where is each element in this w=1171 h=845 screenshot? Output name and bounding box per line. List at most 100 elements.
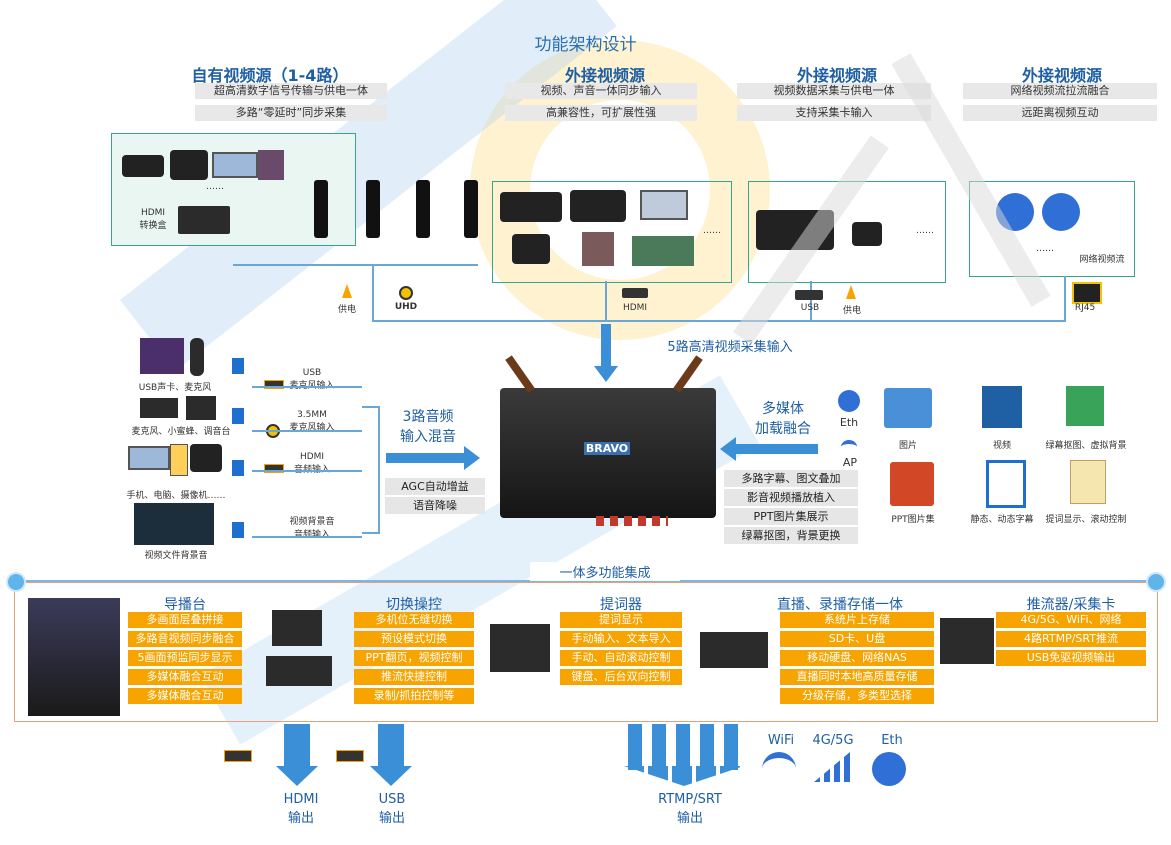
network-dots: ……: [1036, 244, 1054, 254]
wifi-icon: [762, 752, 796, 786]
monitor-icon: [632, 236, 694, 266]
feature-item: 多画面层叠拼接: [128, 612, 242, 628]
source-tag: 远距离视频互动: [963, 105, 1157, 121]
audio-conn-label: 3.5MM 麦克风输入: [289, 410, 335, 433]
recorder-image: [700, 632, 768, 668]
dslr-camera-icon: [170, 150, 208, 180]
source-tag: 多路“零延时”同步采集: [195, 105, 387, 121]
audio-bracket-cap: [362, 406, 380, 408]
media-tag: PPT图片集展示: [724, 508, 858, 525]
video-icon: [982, 386, 1022, 428]
own-connector-drop: [372, 264, 374, 320]
feature-item: 录制/抓拍控制等: [354, 688, 474, 704]
feature-title: 切换操控: [386, 597, 442, 613]
hdmi-port-icon: [622, 288, 648, 298]
source-heading-ext3: 外接视频源: [1021, 66, 1102, 85]
audio-source-label: 手机、电脑、摄像机……: [126, 491, 226, 501]
feature-item: 移动硬盘、网络NAS: [780, 650, 934, 666]
hdmi-bus-label: HDMI: [622, 303, 648, 313]
usb-port-icon: [264, 380, 284, 389]
feature-item: USB免驱视频输出: [996, 650, 1146, 666]
media-icon-label: 图片: [898, 441, 917, 451]
own-dots: ……: [206, 182, 224, 192]
ext1-dots: ……: [703, 226, 721, 236]
audio-source-label: 麦克风、小蜜蜂、调音台: [131, 427, 231, 437]
usb-output-arrow-head: [370, 766, 412, 786]
speaker-icon: [232, 522, 244, 538]
audio-source-label: USB声卡、麦克风: [138, 383, 212, 393]
camcorder-icon: [570, 190, 626, 222]
rj45-label: RJ45: [1074, 303, 1096, 313]
lens-camera-icon: [416, 180, 430, 238]
integration-frame: [14, 582, 1158, 722]
laptop-icon: [128, 446, 170, 470]
feature-item: 分级存储，多类型选择: [780, 688, 934, 704]
lens-camera-icon: [464, 180, 478, 238]
hdmi-output-arrow: [284, 724, 310, 770]
audio-mix-tag: 语音降噪: [385, 497, 485, 514]
media-arrow-head: [720, 437, 736, 461]
speaker-icon: [232, 408, 244, 424]
power-label-2: 供电: [842, 306, 861, 316]
integration-dot: [6, 572, 26, 592]
media-tag: 影音视频播放植入: [724, 489, 858, 506]
dslr-camera-icon: [512, 234, 550, 264]
media-icon-label: 静态、动态字幕: [970, 515, 1034, 525]
network-label: 网络视频流: [1079, 255, 1125, 265]
feature-item: 4G/5G、WiFi、网络: [996, 612, 1146, 628]
usb-bus-label: USB: [800, 303, 820, 313]
page-title: 功能架构设计: [534, 35, 637, 55]
phone-icon: [170, 444, 188, 476]
laptop-icon: [640, 190, 688, 220]
eth-icon: [838, 390, 860, 412]
capture-arrow-shaft: [601, 324, 611, 368]
feature-item: 多媒体融合互动: [128, 669, 242, 685]
audio-bracket-cap: [362, 532, 380, 534]
subtitle-icon: [986, 460, 1026, 508]
network-camera-icon: [1042, 193, 1080, 231]
hdmi-output-arrow-head: [276, 766, 318, 786]
audio-mix-title: 3路音频 输入混音: [400, 409, 456, 445]
ap-label: AP: [842, 456, 858, 469]
feature-item: 5画面预监同步显示: [128, 650, 242, 666]
network-source-box: [969, 181, 1135, 277]
source-tag: 视频数据采集与供电一体: [737, 83, 931, 99]
main-bus-line: [372, 320, 1066, 322]
wireless-mic-icon: [186, 396, 216, 420]
audio-bracket: [378, 406, 380, 534]
eth-output-label: Eth: [881, 733, 903, 748]
audio-source-label: 视频文件背景音: [144, 551, 208, 561]
image-icon: [884, 388, 932, 428]
power-label: 供电: [337, 305, 356, 315]
integration-dot: [1146, 572, 1166, 592]
audio-line: [252, 536, 362, 538]
audio-arrow-head: [464, 446, 480, 470]
output-label: USB 输出: [378, 792, 406, 826]
mixer-icon: [140, 398, 178, 418]
feature-item: 多路音视频同步融合: [128, 631, 242, 647]
video-file-icon: [134, 503, 214, 545]
feature-item: SD卡、U盘: [780, 631, 934, 647]
feature-title: 提词器: [600, 597, 642, 613]
device-label: BRAVO: [584, 442, 630, 455]
feature-title: 导播台: [164, 597, 206, 613]
feature-item: 提词显示: [560, 612, 682, 628]
source-heading-ext1: 外接视频源: [564, 66, 645, 85]
ppt-icon: [890, 462, 934, 506]
lens-camera-icon: [314, 180, 328, 238]
ext1-connector-drop: [605, 281, 607, 320]
ext2-connector-drop: [810, 281, 812, 320]
lens-camera-icon: [366, 180, 380, 238]
laptop-icon: [212, 152, 258, 178]
cellular-label: 4G/5G: [812, 733, 854, 748]
eth-label: Eth: [839, 416, 859, 429]
audio-line: [252, 430, 362, 432]
rtmp-output-arrow-heads: [624, 766, 744, 786]
media-icon-label: 绿幕抠图、虚拟背景: [1045, 441, 1127, 451]
microphone-icon: [190, 338, 204, 376]
source-tag: 网络视频流拉流融合: [963, 83, 1157, 99]
integration-line: [10, 580, 1158, 582]
feature-title: 推流器/采集卡: [1026, 597, 1116, 613]
camcorder-icon: [190, 444, 222, 472]
capture-label: 5路高清视频采集输入: [667, 340, 793, 355]
